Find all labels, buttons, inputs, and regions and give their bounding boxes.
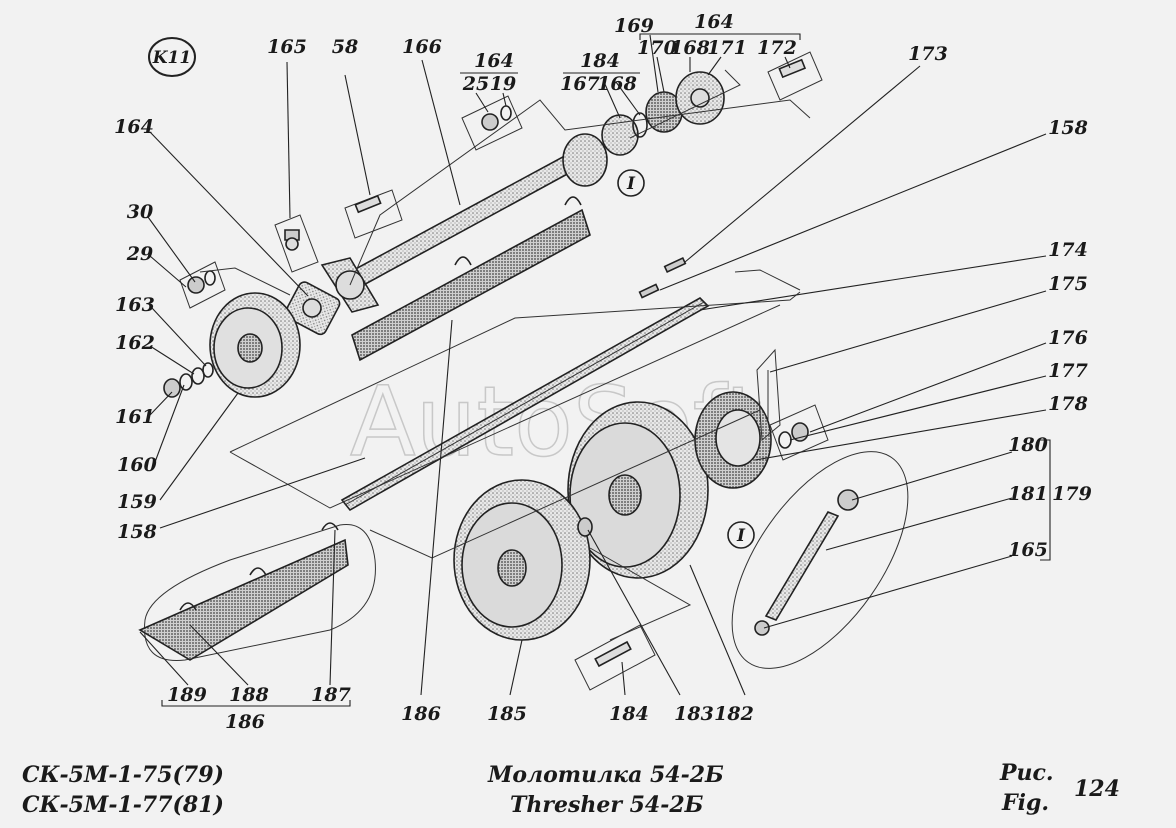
callout-161: 161	[115, 406, 155, 428]
model-line-1: СК-5М-1-75(79)	[22, 762, 224, 788]
callout-166: 166	[402, 36, 442, 58]
callout-188: 188	[229, 684, 269, 706]
pulley-185	[453, 479, 591, 641]
callout-164-right: 164	[694, 11, 734, 33]
key-173	[663, 256, 687, 274]
bar-assembly-186	[351, 196, 591, 362]
pulley-159	[209, 292, 301, 398]
callout-189: 189	[167, 684, 207, 706]
callout-186-group: 186	[225, 711, 265, 733]
callout-168b: 168	[670, 37, 710, 59]
callout-177: 177	[1048, 360, 1088, 382]
callout-159: 159	[117, 491, 157, 513]
fig-number: 124	[1074, 776, 1120, 802]
callout-171: 171	[707, 37, 747, 59]
fig-label-ru: Рис.	[1000, 760, 1054, 786]
bolt-172	[767, 51, 823, 101]
detail-I-inset	[731, 451, 909, 669]
callout-174: 174	[1048, 239, 1088, 261]
callout-182: 182	[714, 703, 754, 725]
callout-175: 175	[1048, 273, 1088, 295]
callout-labels: 165 58 166 164 25 19 184 167 168 169 164…	[114, 11, 1092, 733]
callout-165-right: 165	[1008, 539, 1048, 561]
title-en: Thresher 54-2Б	[510, 792, 704, 818]
callout-165-top: 165	[267, 36, 307, 58]
leader-lines	[139, 34, 1047, 696]
callout-160: 160	[117, 454, 157, 476]
callout-173: 173	[908, 43, 948, 65]
callout-30: 30	[127, 201, 153, 223]
callout-187: 187	[311, 684, 351, 706]
callout-184: 184	[609, 703, 649, 725]
nut-washer-stack-left	[163, 362, 214, 398]
callout-25: 25	[462, 73, 489, 95]
sheet-badge-label: K11	[152, 48, 191, 68]
svg-text:I: I	[736, 526, 746, 546]
svg-text:I: I	[626, 174, 636, 194]
callout-179: 179	[1052, 483, 1092, 505]
shaft-158	[340, 297, 710, 512]
callout-184-top: 184	[580, 50, 620, 72]
callout-178: 178	[1048, 393, 1088, 415]
model-line-2: СК-5М-1-77(81)	[22, 792, 224, 818]
detail-marker-top: I	[617, 169, 645, 197]
sheet-badge: K11	[148, 37, 196, 77]
detail-marker-inset: I	[727, 521, 755, 549]
callout-180: 180	[1008, 434, 1048, 456]
detail-bar-inset	[138, 522, 376, 661]
hub-178	[694, 391, 772, 489]
callout-183: 183	[674, 703, 714, 725]
callout-168a: 168	[597, 73, 637, 95]
bracket-175	[756, 348, 781, 442]
callout-163: 163	[115, 294, 155, 316]
callout-169: 169	[614, 15, 654, 37]
tube-166	[348, 133, 608, 290]
callout-29: 29	[126, 243, 153, 265]
callout-19: 19	[490, 73, 516, 95]
bolt-184	[574, 624, 656, 691]
callout-167: 167	[560, 73, 600, 95]
grease-fitting-165	[274, 214, 319, 273]
fig-label-en: Fig.	[1002, 790, 1050, 816]
callout-176: 176	[1048, 327, 1088, 349]
bearing-stack-right	[601, 71, 725, 156]
callout-185: 185	[487, 703, 527, 725]
callout-58: 58	[332, 36, 358, 58]
bearing-housing-left	[284, 281, 341, 336]
callout-172: 172	[757, 37, 797, 59]
group-brackets	[161, 33, 1051, 707]
callout-158-left: 158	[117, 521, 157, 543]
bolt-58	[344, 189, 403, 239]
callout-170: 170	[637, 37, 677, 59]
key-174	[638, 283, 660, 299]
callout-158-right: 158	[1048, 117, 1088, 139]
nut-25-washer-19	[461, 95, 523, 151]
callout-164-top: 164	[474, 50, 514, 72]
nut-29-washer-30	[179, 261, 226, 309]
callout-164-left: 164	[114, 116, 154, 138]
title-ru: Молотилка 54-2Б	[488, 762, 724, 788]
callout-181: 181	[1008, 483, 1048, 505]
callout-162: 162	[115, 332, 155, 354]
callout-186: 186	[401, 703, 441, 725]
